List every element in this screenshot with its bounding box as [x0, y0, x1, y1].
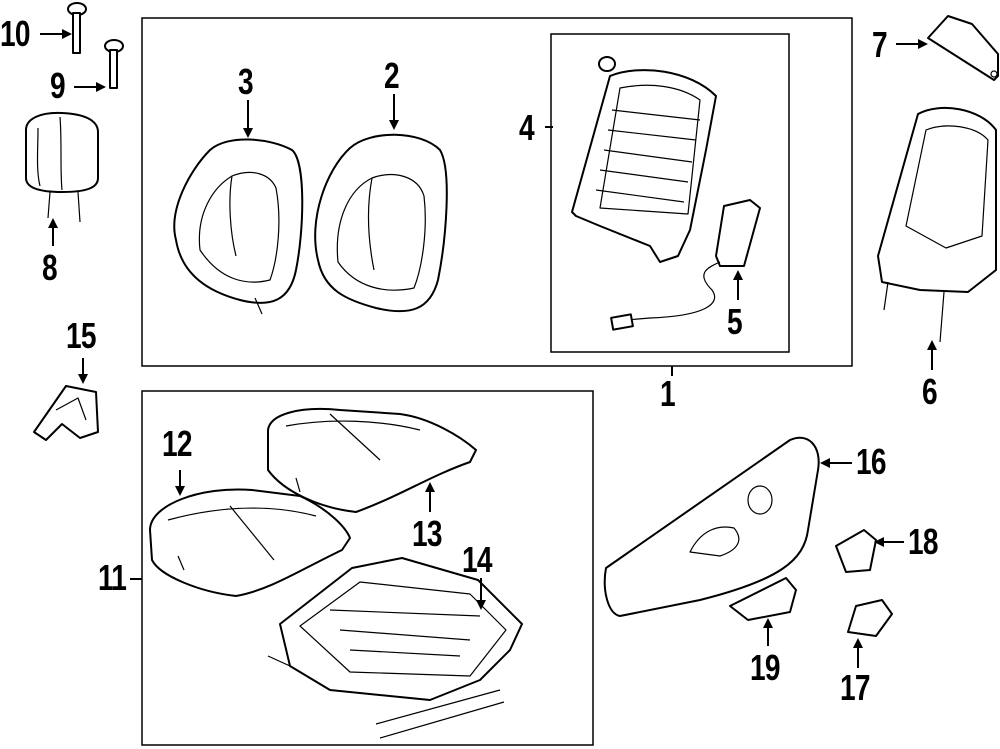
callout-5: 5 [727, 301, 743, 342]
trim-cover-part-19 [729, 577, 797, 621]
bracket-part-15 [33, 385, 99, 441]
callout-17: 17 [840, 667, 870, 708]
airbag-part-5 [610, 199, 761, 331]
callout-3: 3 [238, 61, 254, 102]
seatback-group-frame [141, 17, 853, 367]
callout-2: 2 [384, 55, 400, 96]
callout-15: 15 [66, 315, 96, 356]
callout-8: 8 [42, 247, 58, 288]
cap-part-17 [847, 599, 893, 637]
side-shield-part-16 [603, 436, 820, 617]
callout-11: 11 [98, 557, 127, 598]
callout-13: 13 [412, 513, 442, 554]
knob-part-18 [835, 529, 877, 573]
callout-9: 9 [50, 65, 66, 106]
seatback-pad-part-3 [173, 138, 304, 315]
cushion-group-frame [141, 390, 594, 746]
callout-18: 18 [908, 521, 938, 562]
callout-14: 14 [462, 539, 492, 580]
pin-part-9 [104, 39, 124, 89]
back-board-part-7 [927, 15, 999, 81]
cushion-pad-part-12 [149, 488, 351, 597]
callout-16: 16 [856, 441, 886, 482]
cushion-frame-part-14 [267, 557, 523, 739]
callout-10: 10 [0, 13, 30, 54]
headrest-part-8 [25, 111, 99, 223]
callout-1: 1 [660, 373, 676, 414]
callout-19: 19 [750, 647, 780, 688]
leader-lines [40, 29, 937, 668]
callout-4: 4 [519, 107, 535, 148]
seatback-frame-part-4 [571, 56, 717, 263]
frame-subgroup-box [550, 33, 790, 353]
seatback-panel-part-6 [877, 107, 997, 343]
callout-6: 6 [922, 371, 938, 412]
callout-12: 12 [162, 423, 192, 464]
callout-7: 7 [872, 24, 888, 65]
cushion-cover-part-13 [267, 408, 477, 513]
seatback-cover-part-2 [314, 133, 448, 313]
pin-part-10 [67, 2, 87, 54]
